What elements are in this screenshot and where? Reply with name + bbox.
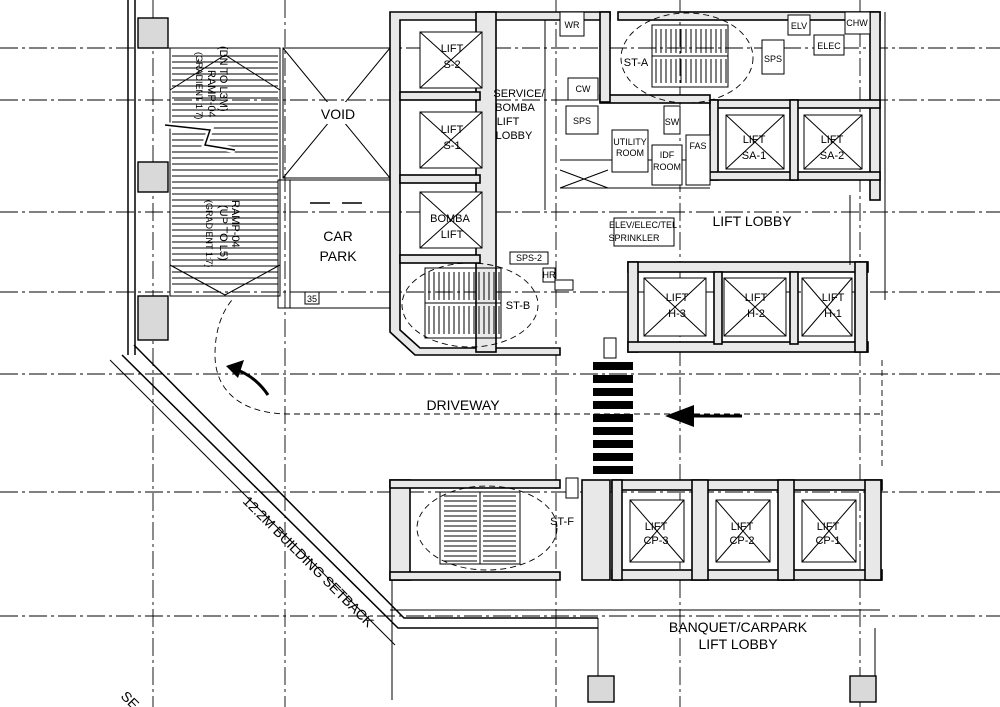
lift-shafts-upper (419, 31, 863, 337)
elv-elec-tel-label: ELEV/ELEC/TEL (609, 220, 677, 230)
setback-label: 12.2M BUILDING SETBACK (240, 493, 378, 631)
lift-cross (723, 277, 787, 337)
car-park-bay (277, 179, 391, 309)
fas-label: FAS (689, 141, 706, 151)
lift-h1-label-2: H-1 (824, 308, 842, 320)
zebra-stripe (593, 414, 633, 422)
service-rooms (509, 11, 871, 291)
parking-number: 35 (307, 294, 317, 304)
lift-s2-label-1: LIFT (441, 43, 464, 55)
service-lobby-label-3: LIFT (497, 116, 520, 128)
sps-label: SPS (573, 116, 591, 126)
cw-label: CW (576, 84, 591, 94)
lower-core-walls (389, 477, 883, 703)
lift-h3-label-2: H-3 (668, 308, 686, 320)
lift-cross (715, 499, 771, 563)
lift-h2-label-2: H-2 (747, 308, 765, 320)
ramp-lower-label-1: RAMP-04 (229, 200, 241, 248)
hr-label: HR (543, 270, 556, 280)
lift-s1-label-2: S-1 (443, 140, 460, 152)
lift-sa1-label-2: SA-1 (742, 150, 766, 162)
stair-st-b (401, 262, 539, 348)
bomba-lift-label-1: BOMBA (430, 213, 470, 225)
lift-cross (725, 114, 785, 170)
wr-label: WR (565, 20, 580, 30)
lift-cross (801, 277, 853, 337)
lift-sa2-label-1: LIFT (821, 134, 844, 146)
elec-label: ELEC (817, 41, 841, 51)
lift-lobby-label: LIFT LOBBY (712, 213, 792, 229)
utility-room-label-2: ROOM (616, 148, 644, 158)
lift-shafts-lower (629, 499, 857, 563)
stair-st-a (620, 12, 754, 104)
sps-2-label: SPS-2 (516, 253, 542, 263)
idf-room-label-2: ROOM (653, 162, 681, 172)
service-lobby-label-1: SERVICE/ (493, 88, 545, 100)
service-lobby-label-2: BOMBA (495, 102, 535, 114)
lift-h3-label-1: LIFT (666, 292, 689, 304)
lift-cross (801, 499, 857, 563)
bomba-lift-label-2: LIFT (441, 229, 464, 241)
car-park-label-1: CAR (323, 228, 353, 244)
lift-cp1-label-2: CP-1 (815, 535, 840, 547)
utility-room-label-1: UTILITY (613, 137, 647, 147)
st-b-label: ST-B (506, 300, 530, 312)
east-edge (849, 12, 886, 470)
chw-label: CHW (846, 18, 868, 28)
lift-cp2-label-2: CP-2 (729, 535, 754, 547)
corner-text: SE (118, 688, 143, 707)
sprinkler-label: SPRINKLER (608, 233, 660, 243)
ramp-04 (164, 47, 281, 297)
setback-line (109, 344, 599, 700)
lift-cp1-label-1: LIFT (817, 521, 840, 533)
zebra-stripe (593, 453, 633, 461)
idf-room-label-1: IDF (660, 150, 675, 160)
driveway-label: DRIVEWAY (426, 397, 500, 413)
lift-cross (419, 191, 483, 249)
lift-h1-label-1: LIFT (822, 292, 845, 304)
lift-cross (629, 499, 685, 563)
zebra-stripe (593, 362, 633, 370)
zebra-stripe (593, 466, 633, 474)
lift-cp3-label-2: CP-3 (643, 535, 668, 547)
lift-cp2-label-1: LIFT (731, 521, 754, 533)
lift-cross (643, 277, 707, 337)
stair-st-f (416, 485, 558, 571)
lift-s1-label-1: LIFT (441, 124, 464, 136)
lift-cross (803, 114, 863, 170)
void-label: VOID (321, 106, 355, 122)
zebra-stripe (593, 440, 633, 448)
ramp-lower-label-3: (GRADIENT 1:7) (204, 200, 214, 267)
ramp-lower-label-2: (UP TO L5) (217, 205, 229, 261)
ramp-upper-label-2: (DN TO L3M) (217, 46, 229, 112)
zebra-stripe (593, 427, 633, 435)
upper-core-walls (389, 11, 881, 356)
st-a-label: ST-A (624, 57, 649, 69)
lift-cross (419, 111, 483, 169)
banquet-lobby-label-1: BANQUET/CARPARK (669, 619, 808, 635)
lift-cross (419, 31, 483, 89)
banquet-lobby-label-2: LIFT LOBBY (698, 636, 778, 652)
lift-sa1-label-1: LIFT (743, 134, 766, 146)
elv-label: ELV (791, 21, 807, 31)
lift-cp3-label-1: LIFT (645, 521, 668, 533)
ramp-upper-label-3: (GRADIENT 1:7) (194, 52, 204, 119)
zebra-stripe (593, 388, 633, 396)
zebra-stripe (593, 401, 633, 409)
west-wall (127, 0, 169, 355)
zebra-stripe (593, 375, 633, 383)
lift-sa2-label-2: SA-2 (820, 150, 844, 162)
lift-h2-label-1: LIFT (745, 292, 768, 304)
ramp-upper-label-1: RAMP-04 (205, 70, 217, 118)
st-f-label: ST-F (550, 516, 574, 528)
lift-s2-label-2: S-2 (443, 59, 460, 71)
driveway (214, 299, 880, 474)
sw-label: SW (665, 117, 680, 127)
service-lobby-label-4: LOBBY (496, 130, 533, 142)
sps-a-label: SPS (764, 54, 782, 64)
car-park-label-2: PARK (319, 248, 357, 264)
